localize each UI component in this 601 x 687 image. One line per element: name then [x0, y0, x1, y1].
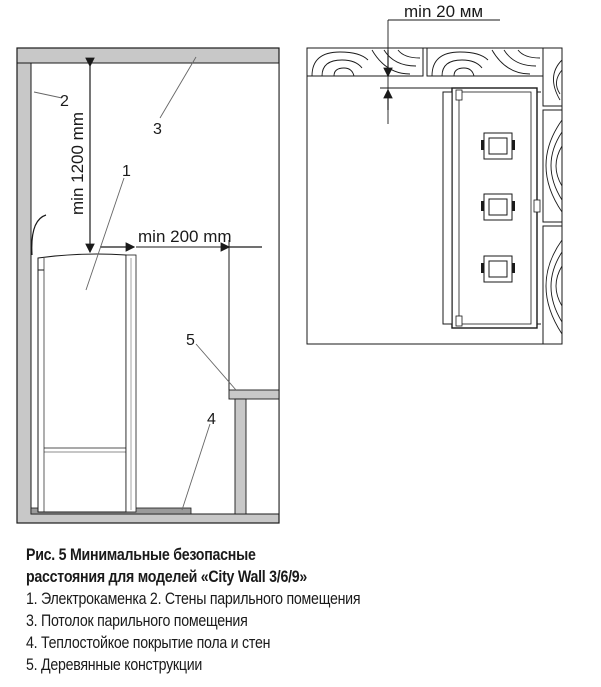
callout-4: 4 [207, 411, 216, 428]
callout-2: 2 [60, 93, 69, 110]
callout-1: 1 [122, 163, 131, 180]
caption-title-line2: расстояния для моделей «City Wall 3/6/9» [26, 568, 308, 586]
stone-compartment [483, 132, 513, 283]
callout-5: 5 [186, 332, 195, 349]
top-view-diagram: min 20 мм [306, 2, 563, 345]
caption-legend-line: 5. Деревянные конструкции [26, 656, 203, 674]
figure-caption: Рис. 5 Минимальные безопасные расстояния… [26, 544, 596, 676]
safety-distance-figure: min 1200 mm min 200 mm 1 2 3 4 5 [16, 2, 563, 524]
side-view-diagram: min 1200 mm min 200 mm 1 2 3 4 5 [16, 47, 280, 524]
dim-top-label: min 20 мм [404, 2, 483, 21]
top-wood-wall [306, 47, 544, 77]
callout-3: 3 [153, 121, 162, 138]
heater-top-view [442, 87, 541, 329]
dim-horizontal-label: min 200 mm [138, 227, 232, 246]
caption-title-line1: Рис. 5 Минимальные безопасные [26, 546, 256, 564]
wooden-bench-leg [234, 398, 247, 515]
wooden-bench-top [228, 389, 280, 400]
caption-legend-line: 3. Потолок парильного помещения [26, 612, 248, 630]
caption-legend-line: 4. Теплостойкое покрытие пола и стен [26, 634, 271, 652]
dim-vertical-label: min 1200 mm [68, 112, 87, 215]
caption-legend-line: 1. Электрокаменка 2. Стены парильного по… [26, 590, 361, 608]
right-wood-wall [542, 47, 563, 345]
electric-heater [31, 214, 137, 513]
